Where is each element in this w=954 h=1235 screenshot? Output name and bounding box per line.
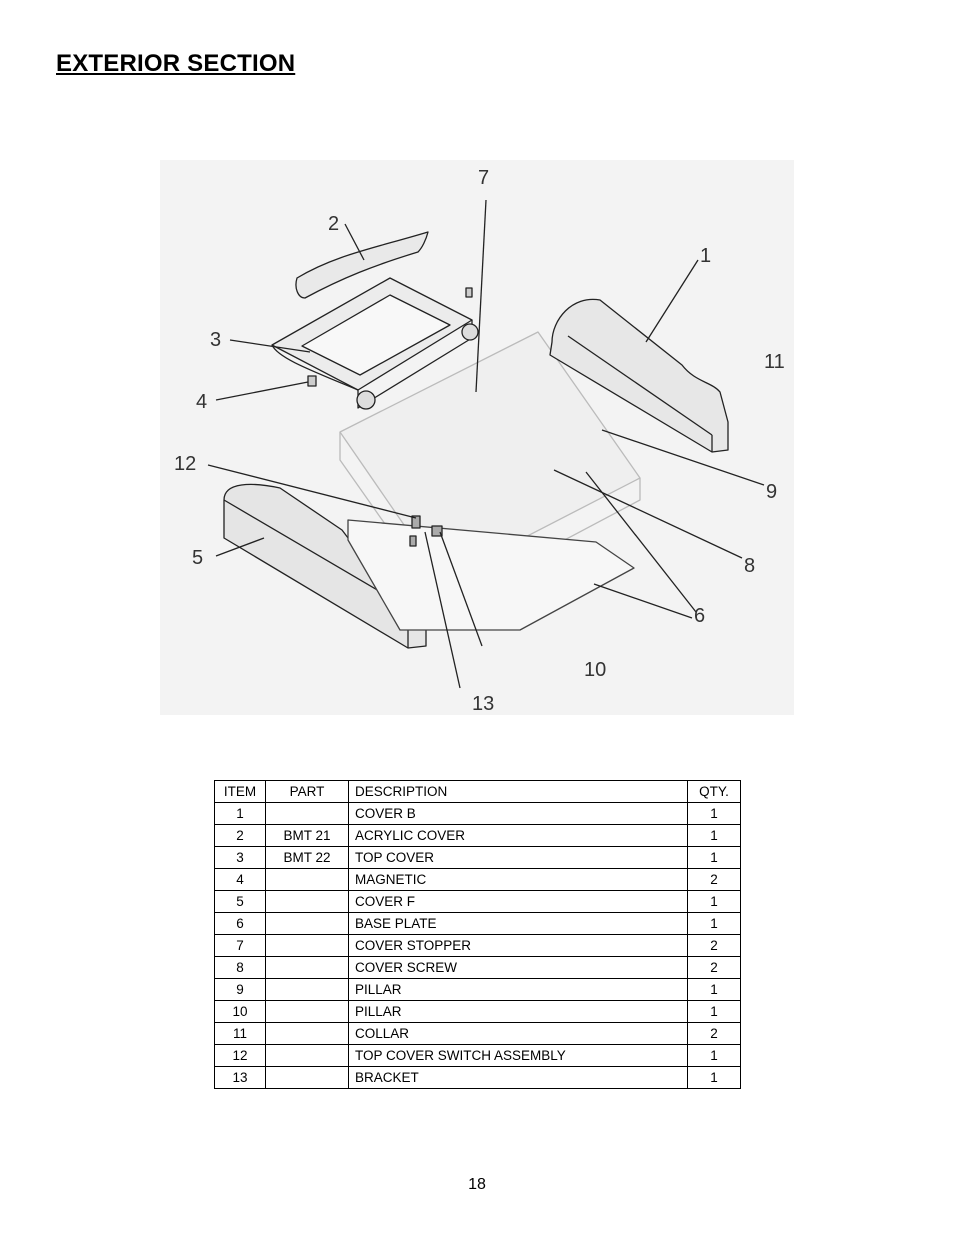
cell-part xyxy=(265,1000,349,1023)
callout-4: 4 xyxy=(196,391,208,413)
table-row: 9 PILLAR 1 xyxy=(214,978,741,1001)
cell-part xyxy=(265,912,349,935)
page-title: EXTERIOR SECTION xyxy=(56,50,296,77)
cell-qty: 1 xyxy=(687,1000,741,1023)
cell-qty: 1 xyxy=(687,912,741,935)
parts-table: ITEM PART DESCRIPTION QTY. 1 COVER B 1 2… xyxy=(214,780,741,1089)
cell-item: 13 xyxy=(214,1066,266,1089)
cell-item: 8 xyxy=(214,956,266,979)
table-row: 4 MAGNETIC 2 xyxy=(214,868,741,891)
table-row: 5 COVER F 1 xyxy=(214,890,741,913)
cell-description: COVER F xyxy=(348,890,688,913)
page-number: 18 xyxy=(468,1176,486,1193)
cell-qty: 1 xyxy=(687,802,741,825)
cell-qty: 2 xyxy=(687,956,741,979)
cell-item: 4 xyxy=(214,868,266,891)
cell-qty: 1 xyxy=(687,978,741,1001)
cell-qty: 1 xyxy=(687,890,741,913)
table-row: 6 BASE PLATE 1 xyxy=(214,912,741,935)
cell-description: ACRYLIC COVER xyxy=(348,824,688,847)
table-header-row: ITEM PART DESCRIPTION QTY. xyxy=(214,780,741,803)
cell-item: 7 xyxy=(214,934,266,957)
cell-item: 1 xyxy=(214,802,266,825)
cell-item: 10 xyxy=(214,1000,266,1023)
header-part: PART xyxy=(265,780,349,803)
switch-assembly-shape xyxy=(411,515,421,529)
table-row: 3 BMT 22 TOP COVER 1 xyxy=(214,846,741,869)
cell-item: 2 xyxy=(214,824,266,847)
callout-12: 12 xyxy=(174,453,197,475)
cell-part xyxy=(265,802,349,825)
table-row: 11 COLLAR 2 xyxy=(214,1022,741,1045)
cell-qty: 2 xyxy=(687,1022,741,1045)
table-row: 12 TOP COVER SWITCH ASSEMBLY 1 xyxy=(214,1044,741,1067)
cell-qty: 1 xyxy=(687,824,741,847)
callout-13: 13 xyxy=(472,693,495,715)
cell-part xyxy=(265,956,349,979)
cell-part xyxy=(265,890,349,913)
exploded-view-drawing xyxy=(207,199,765,689)
table-row: 8 COVER SCREW 2 xyxy=(214,956,741,979)
cell-item: 12 xyxy=(214,1044,266,1067)
callout-8: 8 xyxy=(744,555,756,577)
cell-part xyxy=(265,934,349,957)
callout-6: 6 xyxy=(694,605,706,627)
cell-description: COVER SCREW xyxy=(348,956,688,979)
callout-10: 10 xyxy=(584,659,607,681)
cell-description: BRACKET xyxy=(348,1066,688,1089)
cell-item: 11 xyxy=(214,1022,266,1045)
cell-qty: 2 xyxy=(687,868,741,891)
cell-part: BMT 21 xyxy=(265,824,349,847)
table-row: 2 BMT 21 ACRYLIC COVER 1 xyxy=(214,824,741,847)
cell-item: 9 xyxy=(214,978,266,1001)
bracket-shape xyxy=(409,535,417,547)
cell-description: PILLAR xyxy=(348,1000,688,1023)
cell-description: PILLAR xyxy=(348,978,688,1001)
cell-description: COVER B xyxy=(348,802,688,825)
cell-part: BMT 22 xyxy=(265,846,349,869)
cell-qty: 1 xyxy=(687,1044,741,1067)
cell-description: BASE PLATE xyxy=(348,912,688,935)
callout-1: 1 xyxy=(700,245,712,267)
table-row: 1 COVER B 1 xyxy=(214,802,741,825)
table-row: 7 COVER STOPPER 2 xyxy=(214,934,741,957)
cell-part xyxy=(265,1022,349,1045)
callout-7: 7 xyxy=(478,167,490,189)
cell-item: 3 xyxy=(214,846,266,869)
cell-description: MAGNETIC xyxy=(348,868,688,891)
callout-11: 11 xyxy=(764,351,785,373)
exploded-view-diagram: 7 2 1 11 3 4 12 9 5 8 6 10 13 xyxy=(160,160,794,715)
cell-description: TOP COVER xyxy=(348,846,688,869)
cover-b-shape xyxy=(549,298,729,453)
cell-part xyxy=(265,1066,349,1089)
cell-part xyxy=(265,868,349,891)
header-item: ITEM xyxy=(214,780,266,803)
callout-3: 3 xyxy=(210,329,222,351)
magnetic-shape xyxy=(307,375,317,387)
cell-qty: 1 xyxy=(687,846,741,869)
cell-item: 6 xyxy=(214,912,266,935)
cell-item: 5 xyxy=(214,890,266,913)
acrylic-cover-shape xyxy=(295,231,429,299)
cell-part xyxy=(265,978,349,1001)
cell-description: COVER STOPPER xyxy=(348,934,688,957)
header-description: DESCRIPTION xyxy=(348,780,688,803)
table-row: 13 BRACKET 1 xyxy=(214,1066,741,1089)
callout-2: 2 xyxy=(328,213,340,235)
cell-description: TOP COVER SWITCH ASSEMBLY xyxy=(348,1044,688,1067)
header-qty: QTY. xyxy=(687,780,741,803)
callout-9: 9 xyxy=(766,481,778,503)
callout-5: 5 xyxy=(192,547,204,569)
cell-part xyxy=(265,1044,349,1067)
table-row: 10 PILLAR 1 xyxy=(214,1000,741,1023)
cell-qty: 2 xyxy=(687,934,741,957)
base-plate-shape xyxy=(347,519,635,631)
cell-qty: 1 xyxy=(687,1066,741,1089)
cell-description: COLLAR xyxy=(348,1022,688,1045)
